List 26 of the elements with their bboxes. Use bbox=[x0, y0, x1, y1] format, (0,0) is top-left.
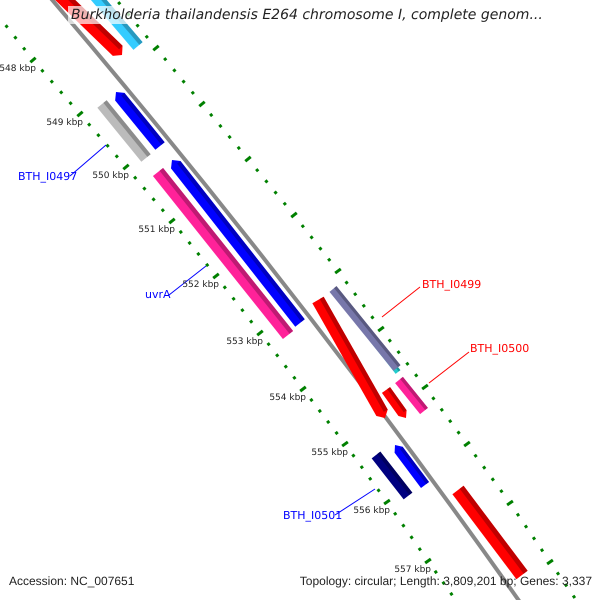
leader-line bbox=[334, 488, 376, 516]
genome-info-text: Topology: circular; Length: 3,809,201 bp; Genes: 3,337 bbox=[300, 575, 592, 587]
tick-label: 557 kbp bbox=[394, 566, 431, 575]
gene-segment bbox=[395, 376, 428, 414]
tick-label: 549 kbp bbox=[46, 119, 83, 128]
tick-label: 555 kbp bbox=[311, 449, 348, 458]
gene-label: BTH_I0499 bbox=[422, 279, 482, 290]
tick-label: 552 kbp bbox=[182, 281, 219, 290]
tick-label: 551 kbp bbox=[138, 226, 175, 235]
tick-label: 554 kbp bbox=[269, 394, 306, 403]
tick-label: 548 kbp bbox=[0, 65, 36, 74]
gene-segment bbox=[330, 286, 400, 371]
leader-line bbox=[70, 144, 106, 176]
leader-line bbox=[168, 266, 206, 296]
gene-label: BTH_I0501 bbox=[283, 510, 342, 521]
gene-label: BTH_I0497 bbox=[18, 171, 78, 182]
tick-label: 553 kbp bbox=[226, 338, 263, 347]
gene-segment bbox=[97, 100, 151, 162]
accession-text: Accession: NC_007651 bbox=[9, 575, 134, 587]
gene-segment bbox=[372, 452, 412, 500]
tick-label: 550 kbp bbox=[92, 172, 129, 181]
tick-label: 556 kbp bbox=[353, 507, 390, 516]
leader-line bbox=[382, 286, 420, 318]
gene-label: uvrA bbox=[145, 289, 171, 300]
leader-line bbox=[428, 352, 470, 384]
gene-label: BTH_I0500 bbox=[470, 343, 530, 354]
